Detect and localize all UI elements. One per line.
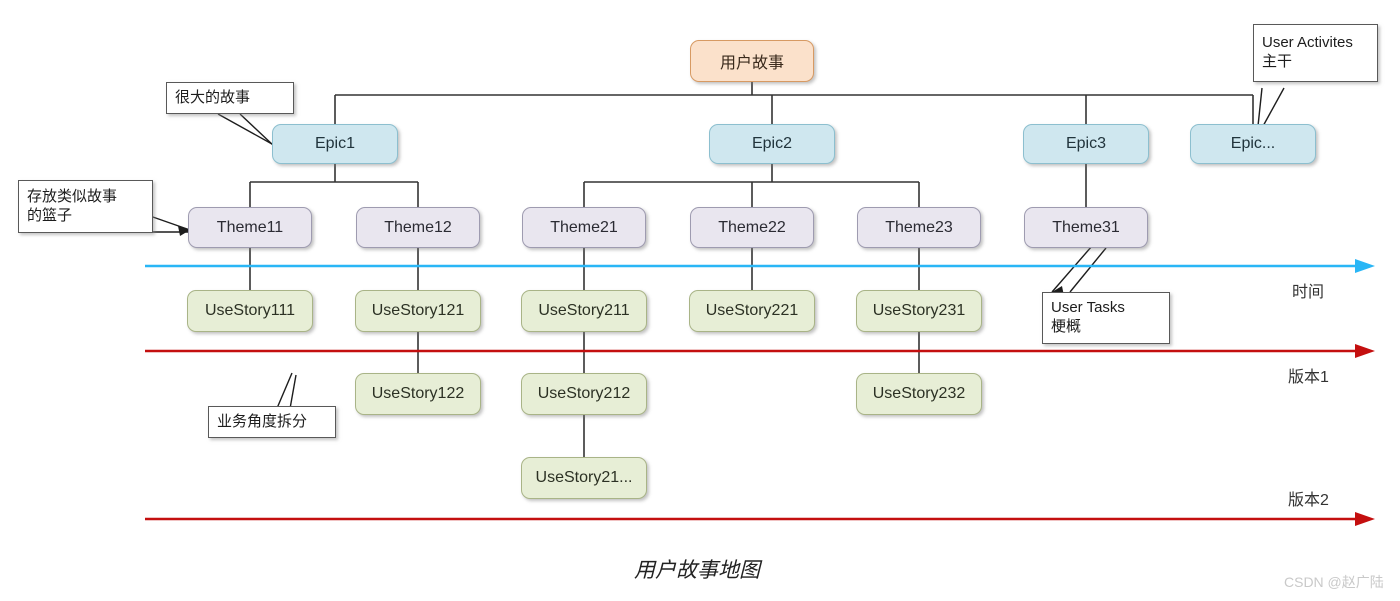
node-usestory231[interactable]: UseStory231	[856, 290, 982, 332]
node-label: Theme21	[550, 218, 618, 236]
callout-user-tasks: User Tasks 梗概	[1042, 292, 1170, 344]
node-usestory211[interactable]: UseStory211	[521, 290, 647, 332]
callout-user-activites: User Activites 主干	[1253, 24, 1378, 82]
axis-label-version1: 版本1	[1288, 369, 1329, 386]
node-theme23[interactable]: Theme23	[857, 207, 981, 248]
node-label: UseStory111	[204, 302, 296, 319]
node-label: Theme12	[384, 218, 452, 236]
node-theme11[interactable]: Theme11	[188, 207, 312, 248]
node-usestory111[interactable]: UseStory111	[187, 290, 313, 332]
node-usestory21x[interactable]: UseStory21...	[521, 457, 647, 499]
node-label: UseStory212	[537, 385, 631, 402]
node-label: Theme22	[718, 218, 786, 236]
node-label: UseStory21...	[535, 469, 633, 486]
node-theme22[interactable]: Theme22	[690, 207, 814, 248]
node-usestory221[interactable]: UseStory221	[689, 290, 815, 332]
node-label: Theme23	[885, 218, 953, 236]
node-usestory121[interactable]: UseStory121	[355, 290, 481, 332]
node-label: Theme31	[1052, 218, 1120, 236]
node-label: UseStory232	[872, 385, 966, 402]
node-label: Epic3	[1065, 135, 1107, 152]
csdn-watermark: CSDN @赵广陆	[1284, 574, 1384, 590]
node-epic4[interactable]: Epic...	[1190, 124, 1316, 164]
node-epic1[interactable]: Epic1	[272, 124, 398, 164]
node-label: Theme11	[216, 218, 284, 236]
callout-big-story: 很大的故事	[166, 82, 294, 114]
node-usestory212[interactable]: UseStory212	[521, 373, 647, 415]
node-label: UseStory122	[371, 385, 465, 402]
node-theme12[interactable]: Theme12	[356, 207, 480, 248]
axis-label-version2: 版本2	[1288, 492, 1329, 509]
node-usestory232[interactable]: UseStory232	[856, 373, 982, 415]
node-usestory122[interactable]: UseStory122	[355, 373, 481, 415]
node-epic2[interactable]: Epic2	[709, 124, 835, 164]
node-label: Epic...	[1230, 135, 1276, 152]
diagram-caption: 用户故事地图	[634, 558, 760, 582]
node-label: UseStory221	[705, 302, 799, 319]
node-root-user-story[interactable]: 用户故事	[690, 40, 814, 82]
callout-business-split: 业务角度拆分	[208, 406, 336, 438]
node-label: UseStory231	[872, 302, 966, 319]
axis-label-time: 时间	[1292, 284, 1325, 301]
node-label: UseStory211	[538, 302, 630, 319]
node-label: Epic1	[314, 135, 356, 152]
node-label: Epic2	[751, 135, 793, 152]
node-theme21[interactable]: Theme21	[522, 207, 646, 248]
callout-basket: 存放类似故事 的篮子	[18, 180, 153, 233]
node-label: UseStory121	[371, 302, 465, 319]
node-theme31[interactable]: Theme31	[1024, 207, 1148, 248]
node-epic3[interactable]: Epic3	[1023, 124, 1149, 164]
node-label: 用户故事	[719, 55, 784, 72]
